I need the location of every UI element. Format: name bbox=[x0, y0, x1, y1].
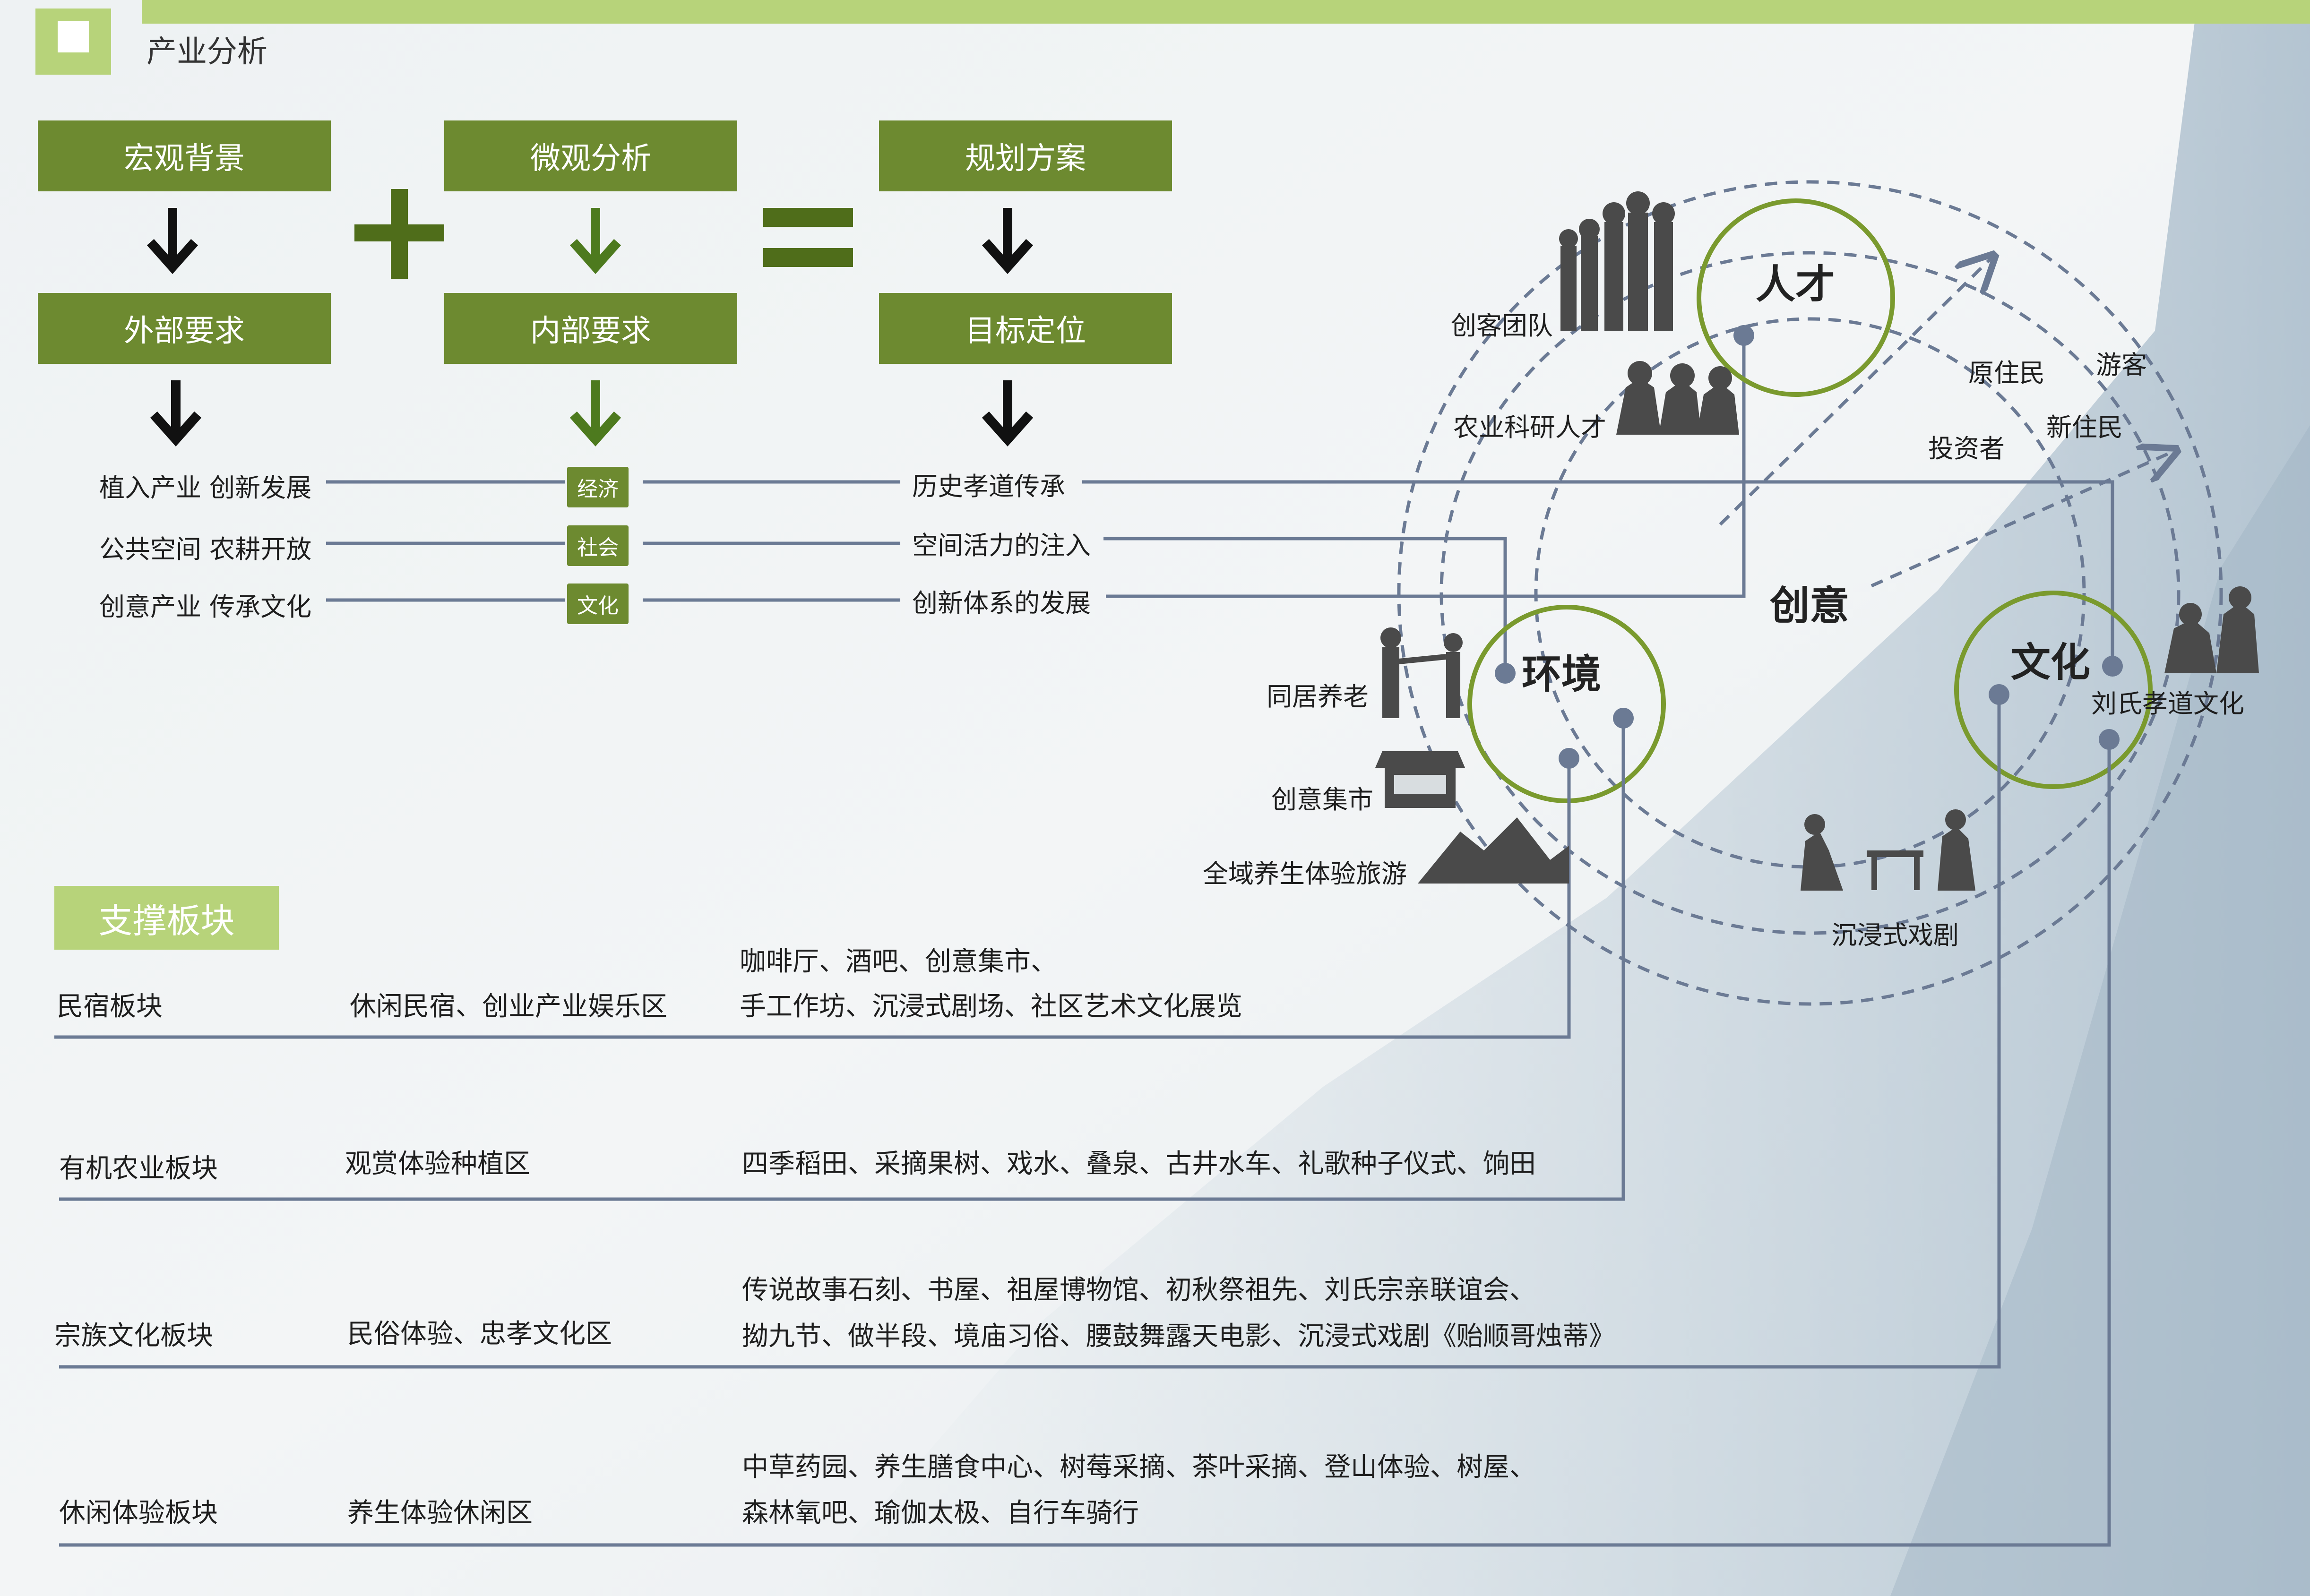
tag-society: 社会 bbox=[567, 525, 629, 566]
dashed-orbits bbox=[1397, 180, 2223, 1006]
box-planning-scheme: 规划方案 bbox=[879, 120, 1172, 191]
market-stall-icon bbox=[1375, 751, 1465, 808]
plus-icon bbox=[354, 189, 444, 279]
down-arrows bbox=[147, 208, 1034, 447]
circle-talent bbox=[1697, 198, 1895, 397]
silhouette-icons bbox=[1375, 191, 2259, 891]
equals-icon bbox=[763, 208, 853, 267]
support-row-1-name: 民宿板块 bbox=[57, 991, 163, 1022]
right-item-2: 空间活力的注入 bbox=[912, 531, 1091, 560]
label-tourist: 游客 bbox=[2096, 350, 2147, 380]
circle-culture bbox=[1954, 591, 2153, 789]
support-row-2-zone: 观赏体验种植区 bbox=[345, 1149, 530, 1179]
label-new-resident: 新住民 bbox=[2046, 412, 2123, 442]
circle-environment bbox=[1467, 605, 1666, 803]
support-row-3-detail-2: 拗九节、做半段、境庙习俗、腰鼓舞露天电影、沉浸式戏剧《贻顺哥烛蒂》 bbox=[742, 1321, 1615, 1352]
ink-wash-shape-2 bbox=[1890, 425, 2310, 1596]
right-item-1: 历史孝道传承 bbox=[912, 472, 1065, 501]
researchers-icon bbox=[1616, 361, 1739, 435]
header-square-inner bbox=[58, 21, 89, 52]
handshake-people-icon bbox=[1380, 627, 1463, 718]
support-row-1-detail-2: 手工作坊、沉浸式剧场、社区艺术文化展览 bbox=[740, 991, 1242, 1022]
left-item-3: 创意产业 传承文化 bbox=[99, 592, 312, 622]
ink-wash-shape bbox=[803, 0, 2310, 1596]
center-creativity-label: 创意 bbox=[1770, 583, 1850, 629]
label-native: 原住民 bbox=[1968, 358, 2045, 388]
box-internal-requirement: 内部要求 bbox=[444, 293, 737, 364]
label-maker-team: 创客团队 bbox=[1451, 311, 1553, 341]
box-target-positioning: 目标定位 bbox=[879, 293, 1172, 364]
support-row-1-detail-1: 咖啡厅、酒吧、创意集市、 bbox=[740, 946, 1057, 977]
left-item-1: 植入产业 创新发展 bbox=[99, 473, 312, 503]
box-macro-background: 宏观背景 bbox=[38, 120, 331, 191]
support-row-4-zone: 养生体验休闲区 bbox=[347, 1498, 533, 1528]
elderly-reading-icon bbox=[2164, 586, 2259, 673]
support-row-4-name: 休闲体验板块 bbox=[59, 1498, 218, 1528]
label-creative-market: 创意集市 bbox=[1271, 785, 1373, 815]
node-culture-label: 文化 bbox=[2011, 639, 2091, 686]
support-row-3-detail-1: 传说故事石刻、书屋、祖屋博物馆、初秋祭祖先、刘氏宗亲联谊会、 bbox=[742, 1275, 1536, 1305]
box-micro-analysis: 微观分析 bbox=[444, 120, 737, 191]
node-talent-label: 人才 bbox=[1756, 261, 1836, 308]
tag-culture: 文化 bbox=[567, 583, 629, 624]
header-bar bbox=[142, 0, 2310, 24]
label-immersive-drama: 沉浸式戏剧 bbox=[1831, 920, 1959, 950]
label-agri-talent: 农业科研人才 bbox=[1453, 412, 1606, 442]
support-title: 支撑板块 bbox=[54, 886, 279, 950]
support-connectors bbox=[54, 695, 2111, 1547]
label-cohabit-elderly: 同居养老 bbox=[1267, 682, 1369, 712]
business-people-icon bbox=[1559, 191, 1675, 331]
support-row-3-name: 宗族文化板块 bbox=[54, 1321, 213, 1351]
support-row-4-detail-1: 中草药园、养生膳食中心、树莓采摘、茶叶采摘、登山体验、树屋、 bbox=[742, 1452, 1536, 1483]
support-row-3-zone: 民俗体验、忠孝文化区 bbox=[347, 1319, 612, 1349]
page-title: 产业分析 bbox=[147, 34, 267, 69]
tag-economy: 经济 bbox=[567, 467, 629, 507]
support-row-1-zone: 休闲民宿、创业产业娱乐区 bbox=[350, 991, 667, 1022]
label-investor: 投资者 bbox=[1928, 434, 2005, 463]
node-environment-label: 环境 bbox=[1522, 651, 1602, 697]
box-external-requirement: 外部要求 bbox=[38, 293, 331, 364]
drama-scene-icon bbox=[1801, 809, 1975, 891]
label-wellness-tour: 全域养生体验旅游 bbox=[1203, 859, 1407, 889]
mountains-icon bbox=[1418, 817, 1569, 884]
right-item-3: 创新体系的发展 bbox=[912, 588, 1091, 618]
support-row-2-name: 有机农业板块 bbox=[59, 1153, 218, 1184]
support-row-2-detail-1: 四季稻田、采摘果树、戏水、叠泉、古井水车、礼歌种子仪式、饷田 bbox=[742, 1149, 1536, 1179]
label-liu-culture: 刘氏孝道文化 bbox=[2091, 689, 2244, 719]
left-item-2: 公共空间 农耕开放 bbox=[99, 534, 312, 564]
connector-dots bbox=[1495, 325, 2123, 769]
node-circles bbox=[1467, 198, 2153, 803]
support-row-4-detail-2: 森林氧吧、瑜伽太极、自行车骑行 bbox=[742, 1498, 1139, 1528]
